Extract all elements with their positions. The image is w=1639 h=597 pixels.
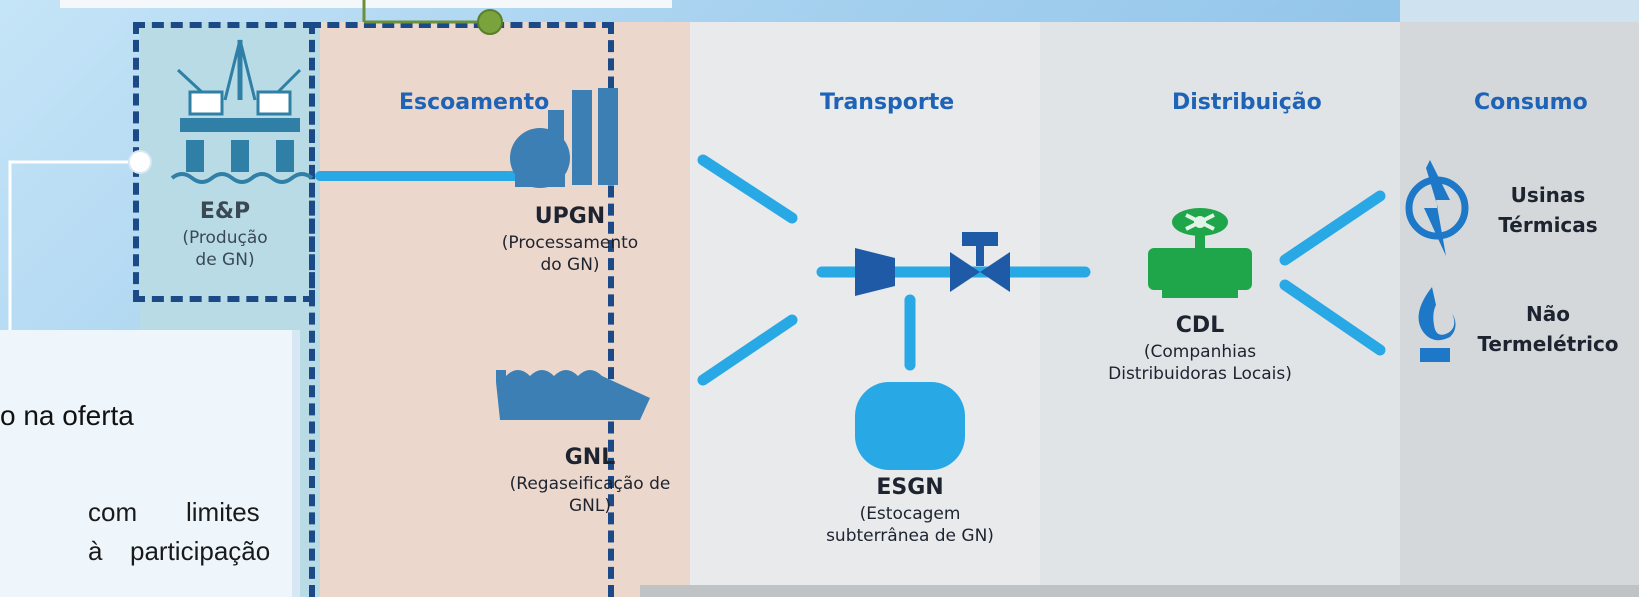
- nao-termo-line1: Não: [1526, 302, 1570, 326]
- cdl-sub2: Distribuidoras Locais): [1108, 363, 1292, 384]
- upgn-title: UPGN: [534, 204, 606, 229]
- top-strip: [60, 0, 672, 8]
- lightning-icon: [1405, 160, 1469, 256]
- platform-icon: [170, 39, 314, 184]
- upgn-icon: [510, 88, 618, 188]
- cdl-valve-icon: [1148, 208, 1252, 298]
- heading-escoamento: Escoamento: [399, 90, 550, 115]
- connector-dot: [477, 9, 503, 35]
- gnl-title: GNL: [564, 445, 616, 470]
- gnl-sub1: (Regaseificação de: [509, 473, 671, 494]
- upgn-sub1: (Processamento: [501, 232, 639, 253]
- valve-icon: [950, 232, 1010, 292]
- esgn-sub1: (Estocagem: [859, 503, 961, 524]
- esgn-label: ESGN (Estocagem subterrânea de GN): [800, 474, 1020, 547]
- callout-dot: [128, 150, 152, 174]
- top-right-strip: [1400, 0, 1639, 22]
- pipe-in-upper: [697, 154, 798, 224]
- pipe-to-usinas: [1279, 190, 1386, 266]
- textbox-word-a: à: [88, 536, 103, 566]
- panel-consumo: [1400, 22, 1639, 597]
- gnl-icon: [496, 370, 650, 420]
- panel-escoamento: [320, 22, 690, 597]
- heading-distribuicao: Distribuição: [1172, 90, 1322, 115]
- textbox-word-com: com: [88, 497, 138, 527]
- overlay-textbox: [0, 330, 300, 597]
- panel-transporte: [690, 22, 1040, 597]
- escoamento-dashed-box: [309, 22, 614, 597]
- usinas-label: Usinas Térmicas: [1488, 180, 1608, 240]
- flame-icon: [1418, 287, 1456, 362]
- heading-consumo: Consumo: [1474, 90, 1588, 115]
- gnl-sub2: GNL): [569, 495, 611, 516]
- textbox-word-limites: limites: [186, 497, 260, 527]
- ep-sub1: (Produção: [182, 227, 268, 248]
- esgn-title: ESGN: [876, 475, 944, 500]
- pipe-to-nao-termo: [1279, 279, 1386, 356]
- nao-termo-label: Não Termelétrico: [1468, 299, 1628, 359]
- ep-title: E&P: [199, 199, 251, 224]
- compressor-icon: [855, 248, 895, 296]
- esgn-sub2: subterrânea de GN): [826, 525, 994, 546]
- usinas-line1: Usinas: [1510, 183, 1586, 207]
- textbox-heading: o na oferta: [0, 400, 134, 431]
- callout-line: [8, 160, 140, 330]
- textbox-word-participacao: participação: [130, 536, 271, 566]
- cdl-title: CDL: [1175, 313, 1225, 338]
- ep-label: E&P (Produção de GN): [160, 198, 290, 271]
- upgn-sub2: do GN): [540, 254, 600, 275]
- usinas-line2: Térmicas: [1498, 213, 1598, 237]
- pipe-in-lower: [697, 314, 798, 386]
- heading-transporte: Transporte: [820, 90, 955, 115]
- panel-distribuicao: [1040, 22, 1400, 597]
- nao-termo-line2: Termelétrico: [1477, 332, 1619, 356]
- ep-sub2: de GN): [195, 249, 255, 270]
- cdl-sub1: (Companhias: [1143, 341, 1257, 362]
- cdl-label: CDL (Companhias Distribuidoras Locais): [1085, 312, 1315, 385]
- gnl-label: GNL (Regaseificação de GNL): [490, 444, 690, 517]
- bottom-shadow: [640, 585, 1639, 597]
- storage-tank-icon: [855, 382, 965, 470]
- upgn-label: UPGN (Processamento do GN): [480, 203, 660, 276]
